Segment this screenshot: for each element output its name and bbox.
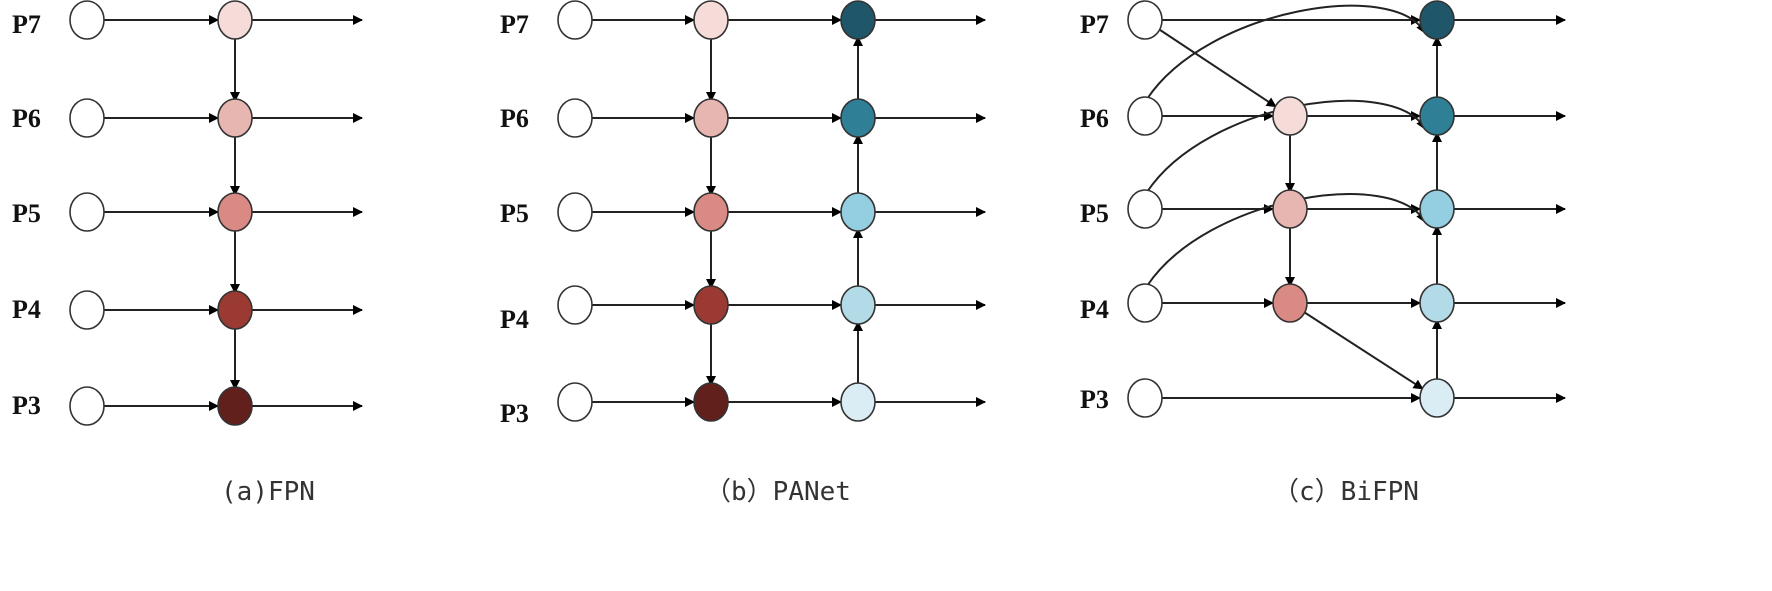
fpn-level-label-p3: P3 — [12, 391, 41, 420]
bifpn-bu-node-p6 — [1419, 96, 1455, 136]
bifpn-level-label-p4: P4 — [1080, 295, 1109, 324]
fpn-level-label-p4: P4 — [12, 295, 41, 324]
fpn-input-node-p6 — [69, 98, 105, 138]
fpn-td-node-p6 — [217, 98, 253, 138]
panet-td-node-p7 — [693, 0, 729, 40]
bifpn-level-label-p6: P6 — [1080, 104, 1109, 133]
panet-level-label-p7: P7 — [500, 10, 529, 39]
fpn-edges — [104, 15, 363, 411]
fpn-td-node-p5 — [217, 192, 253, 232]
fpn-input-node-p3 — [69, 386, 105, 426]
bifpn-nodes — [1127, 0, 1455, 418]
bifpn-td-node-p6 — [1272, 96, 1308, 136]
panet-bu-node-p7 — [840, 0, 876, 40]
panet-caption: （b）PANet — [705, 477, 851, 507]
panet-edges — [592, 15, 986, 407]
fpn-nodes — [69, 0, 253, 426]
bifpn-level-label-p3: P3 — [1080, 385, 1109, 414]
fpn-level-label-p7: P7 — [12, 10, 41, 39]
panet-bu-node-p4 — [840, 285, 876, 325]
fpn-caption: (a)FPN — [221, 477, 315, 507]
panet-panel: P7 P6 P5 P4 P3 （b）PANet — [500, 0, 986, 507]
fpn-td-node-p4 — [217, 290, 253, 330]
panet-input-node-p7 — [557, 0, 593, 40]
panet-td-node-p3 — [693, 382, 729, 422]
panet-input-node-p3 — [557, 382, 593, 422]
bifpn-bu-node-p5 — [1419, 189, 1455, 229]
panet-td-node-p4 — [693, 285, 729, 325]
bifpn-bu-node-p7 — [1419, 0, 1455, 40]
fpn-level-label-p5: P5 — [12, 199, 41, 228]
panet-level-label-p6: P6 — [500, 104, 529, 133]
fpn-level-label-p6: P6 — [12, 104, 41, 133]
panet-td-node-p6 — [693, 98, 729, 138]
bifpn-panel: P7 P6 P5 P4 P3 （c）BiFPN — [1080, 0, 1566, 507]
bifpn-input-node-p5 — [1127, 189, 1163, 229]
fpn-input-node-p7 — [69, 0, 105, 40]
bifpn-edge-td-p4-to-bu-p3 — [1303, 311, 1424, 390]
fpn-input-node-p4 — [69, 290, 105, 330]
bifpn-level-label-p7: P7 — [1080, 10, 1109, 39]
panet-input-node-p4 — [557, 285, 593, 325]
fpn-panel: P7 P6 P5 P4 P3 (a)FPN — [12, 0, 363, 507]
panet-input-node-p5 — [557, 192, 593, 232]
panet-td-node-p5 — [693, 192, 729, 232]
panet-level-label-p5: P5 — [500, 199, 529, 228]
bifpn-td-node-p5 — [1272, 189, 1308, 229]
panet-bu-node-p5 — [840, 192, 876, 232]
bifpn-level-label-p5: P5 — [1080, 199, 1109, 228]
panet-level-label-p4: P4 — [500, 305, 529, 334]
bifpn-input-node-p7 — [1127, 0, 1163, 40]
panet-input-node-p6 — [557, 98, 593, 138]
fpn-input-node-p5 — [69, 192, 105, 232]
panet-bu-node-p3 — [840, 382, 876, 422]
bifpn-input-node-p3 — [1127, 378, 1163, 418]
bifpn-caption: （c）BiFPN — [1273, 477, 1419, 507]
bifpn-skip-edge-p6-to-p7 — [1146, 4, 1426, 100]
panet-bu-node-p6 — [840, 98, 876, 138]
bifpn-bu-node-p3 — [1419, 378, 1455, 418]
bifpn-input-node-p6 — [1127, 96, 1163, 136]
fpn-td-node-p3 — [217, 386, 253, 426]
bifpn-bu-node-p4 — [1419, 283, 1455, 323]
panet-level-label-p3: P3 — [500, 399, 529, 428]
bifpn-input-node-p4 — [1127, 283, 1163, 323]
fpn-td-node-p7 — [217, 0, 253, 40]
panet-nodes — [557, 0, 876, 422]
bifpn-edge-input-p7-to-td-p6 — [1158, 28, 1277, 108]
bifpn-td-node-p4 — [1272, 283, 1308, 323]
bifpn-edges — [1146, 4, 1566, 403]
